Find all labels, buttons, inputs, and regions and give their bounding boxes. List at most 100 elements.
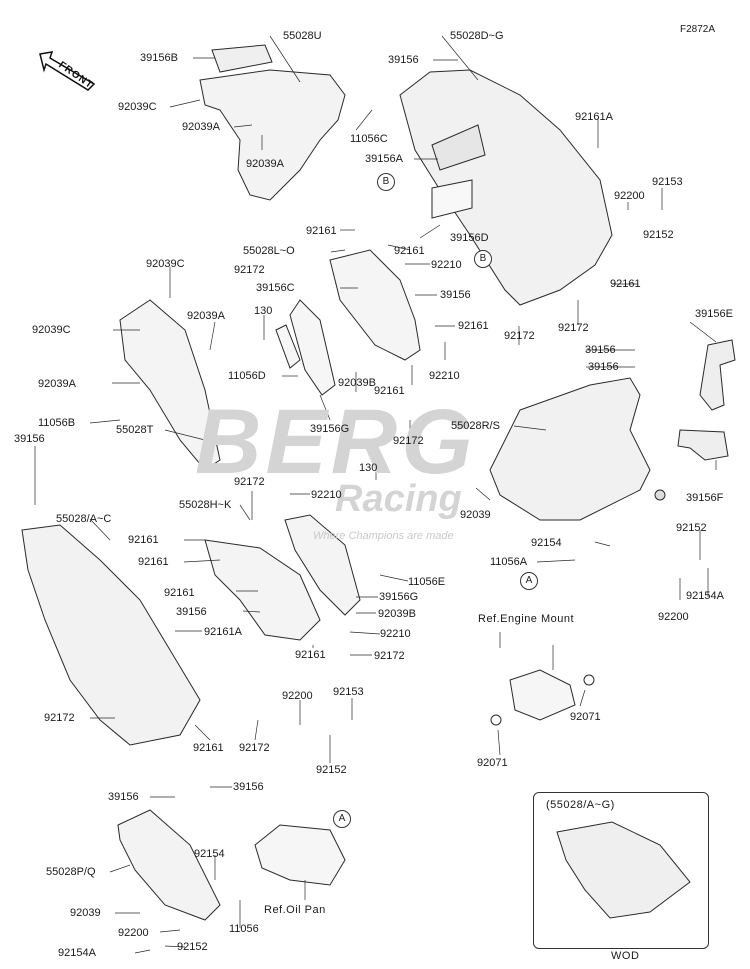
part-label: 39156 [388,54,419,66]
part-label: 39156 [108,791,139,803]
part-label: 39156A [365,153,403,165]
side-cover-right [489,377,651,521]
watermark-tagline: Where Champions are made [313,530,454,542]
part-label: 92152 [643,229,674,241]
part-label: 92039 [460,509,491,521]
part-label: 92172 [393,435,424,447]
part-label: 39156 [588,361,619,373]
oil-pan-note: Ref.Oil Pan [264,904,326,916]
part-label: 92161 [394,245,425,257]
part-label: 92161 [458,320,489,332]
part-label: 92172 [44,712,75,724]
part-label: 92161 [128,534,159,546]
part-label: 39156 [233,781,264,793]
part-label: 55028T [116,424,154,436]
part-label: 92039B [378,608,416,620]
part-label: 92210 [429,370,460,382]
part-label: 39156G [310,423,350,435]
oil-pan-ref [254,824,346,886]
part-label: 92161 [164,587,195,599]
part-label: 92161A [575,111,613,123]
watermark-sub: Racing [335,478,462,520]
part-label: 92200 [658,611,689,623]
part-label: 92039A [38,378,76,390]
part-label: 92172 [558,322,589,334]
wod-label: WOD [611,950,640,962]
part-label: 92172 [239,742,270,754]
part-label: 92154 [194,848,225,860]
part-label: 92039C [146,258,185,270]
part-label: 92200 [282,690,313,702]
part-label: 11056 [229,923,259,935]
wod-inset-box [533,792,709,949]
part-label: 92152 [177,941,208,953]
part-label: 92039A [187,310,225,322]
part-label: 92200 [118,927,149,939]
part-label: 92161 [306,225,337,237]
inner-cover-upper-left [199,69,346,201]
callout-a-1: A [520,572,538,590]
part-label: 92161 [295,649,326,661]
part-label: 92161 [374,385,405,397]
callout-b-1: B [377,173,395,191]
part-label: 92039B [338,377,376,389]
part-label: 11056B [38,417,76,429]
part-label: 39156B [140,52,178,64]
part-label: 92210 [311,489,342,501]
part-label: 39156 [176,606,207,618]
part-label: 92210 [380,628,411,640]
callout-a-2: A [333,810,351,828]
lower-fairing-left [21,524,201,746]
part-label: 92071 [477,757,508,769]
part-label: 92172 [504,330,535,342]
part-label: 39156E [695,308,733,320]
part-label: 92161 [193,742,224,754]
left-inner-cover [119,299,221,471]
watermark-brand: BERG [195,391,477,493]
part-label: 39156 [440,289,471,301]
wod-header: (55028/A~G) [546,799,615,811]
part-label: 92200 [614,190,645,202]
part-label: 55028P/Q [46,866,96,878]
part-label: 92039C [118,101,157,113]
part-label: 39156 [585,344,616,356]
figure-code: F2872A [680,24,716,35]
part-label: 92039A [246,158,284,170]
part-label: 92172 [234,264,265,276]
part-label: 39156D [450,232,489,244]
inner-panel-center [329,249,421,361]
part-label: 130 [254,305,273,317]
part-label: 55028D~G [450,30,504,42]
part-label: 55028H~K [179,499,232,511]
part-label: 39156C [256,282,295,294]
part-label: 92154 [531,537,562,549]
part-label: 11056A [490,556,528,568]
part-label: 130 [359,462,378,474]
part-label: 11056C [350,133,388,145]
part-label: 92172 [374,650,405,662]
part-label: 11056E [408,576,446,588]
part-label: 92153 [333,686,364,698]
part-label: 92154A [58,947,96,959]
part-label: 92039C [32,324,71,336]
part-label: 92153 [652,176,683,188]
part-label: 92210 [431,259,462,271]
front-direction-badge: FRONT [36,48,98,92]
part-label: 92154A [686,590,724,602]
part-label: 92161A [204,626,242,638]
part-label: 92161 [610,278,641,290]
part-label: 55028/A~C [56,513,112,525]
part-label: 92152 [676,522,707,534]
front-arrow-icon [39,51,96,91]
part-label: 39156 [14,433,45,445]
part-label: 55028R/S [451,420,500,432]
lower-belly [117,809,221,921]
part-label: 92071 [570,711,601,723]
part-label: 92039 [70,907,101,919]
callout-b-2: B [474,250,492,268]
part-label: 92152 [316,764,347,776]
part-label: 55028L~O [243,245,295,257]
part-label: 92172 [234,476,265,488]
